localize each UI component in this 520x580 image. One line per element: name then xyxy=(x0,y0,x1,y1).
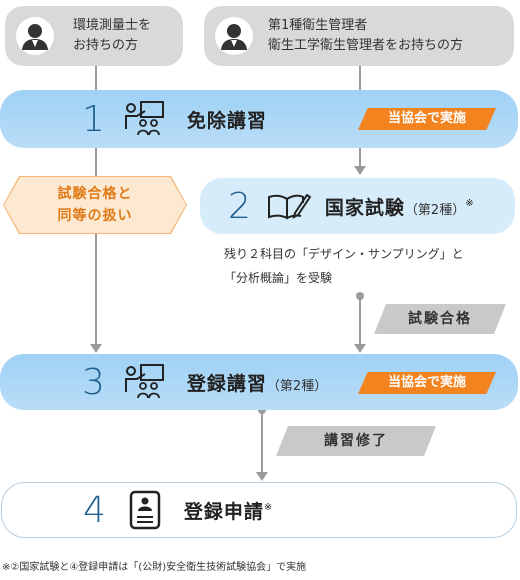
book-pen-icon xyxy=(267,193,311,220)
step-1: 1 免除講習 xyxy=(0,90,518,148)
step-title-text: 登録申請 xyxy=(183,500,264,523)
exam-note-line2: 「分析概論」を受験 xyxy=(224,271,333,285)
step-title-suffix: （第2種） xyxy=(404,202,466,218)
qualification-line2: 衛生工学衛生管理者をお持ちの方 xyxy=(268,38,464,53)
step-title: 免除講習 xyxy=(186,109,267,132)
qualification-text-left: 環境測量士を お持ちの方 xyxy=(73,16,151,56)
exam-note: 残り２科目の「デザイン・サンプリング」と 「分析概論」を受験 xyxy=(224,244,518,288)
qualification-line1: 環境測量士を xyxy=(73,18,152,33)
step-title-suffix: （第2種） xyxy=(266,378,328,394)
qualification-line2: お持ちの方 xyxy=(73,38,139,53)
footnote-mark: ※ xyxy=(263,501,274,513)
lecture-icon xyxy=(124,101,164,136)
transition-pass-label: 試験合格 xyxy=(374,304,506,334)
arrowhead-step3-left xyxy=(90,344,102,353)
host-badge: 当協会で実施 xyxy=(358,108,496,130)
transition-complete-label: 講習修了 xyxy=(276,426,436,456)
arrowhead-step2 xyxy=(354,166,366,175)
step-number: 4 xyxy=(83,489,106,531)
equivalent-line2: 同等の扱い xyxy=(57,208,133,224)
step-number: 1 xyxy=(82,98,105,140)
step-number: 2 xyxy=(228,185,251,227)
equivalent-label: 試験合格と 同等の扱い xyxy=(3,176,187,234)
footnote: ※②国家試験と④登録申請は「(公財)安全衛生技術試験協会」で実施 xyxy=(2,562,307,573)
host-badge: 当協会で実施 xyxy=(358,372,496,394)
lecture-icon xyxy=(124,364,164,399)
qualification-text-right: 第1種衛生管理者 衛生工学衛生管理者をお持ちの方 xyxy=(268,16,463,56)
equivalent-line1: 試験合格と xyxy=(57,186,133,202)
arrowhead-step3-right xyxy=(354,344,366,353)
qualification-line1: 第1種衛生管理者 xyxy=(268,18,368,33)
document-person-icon xyxy=(129,490,161,530)
step-4: 4 登録申請※ xyxy=(1,482,517,538)
qualification-pill-left: 環境測量士を お持ちの方 xyxy=(5,6,183,66)
arrowhead-step4 xyxy=(256,472,268,481)
exam-note-line1: 残り２科目の「デザイン・サンプリング」と xyxy=(224,247,464,261)
step-title: 登録講習（第2種） xyxy=(187,369,327,396)
footnote-mark: ※ xyxy=(465,197,475,209)
step-title-text: 登録講習 xyxy=(186,372,267,395)
equivalent-text: 試験合格と 同等の扱い xyxy=(4,177,186,233)
person-icon xyxy=(215,17,253,55)
qualification-pill-right: 第1種衛生管理者 衛生工学衛生管理者をお持ちの方 xyxy=(204,6,514,66)
connector-step2-dot xyxy=(356,292,364,300)
step-number: 3 xyxy=(82,361,105,403)
step-title-text: 国家試験 xyxy=(324,196,405,219)
step-2: 2 国家試験（第2種）※ xyxy=(200,178,515,234)
step-title: 登録申請※ xyxy=(184,497,273,524)
person-icon xyxy=(16,17,54,55)
step-title: 国家試験（第2種）※ xyxy=(325,193,475,220)
